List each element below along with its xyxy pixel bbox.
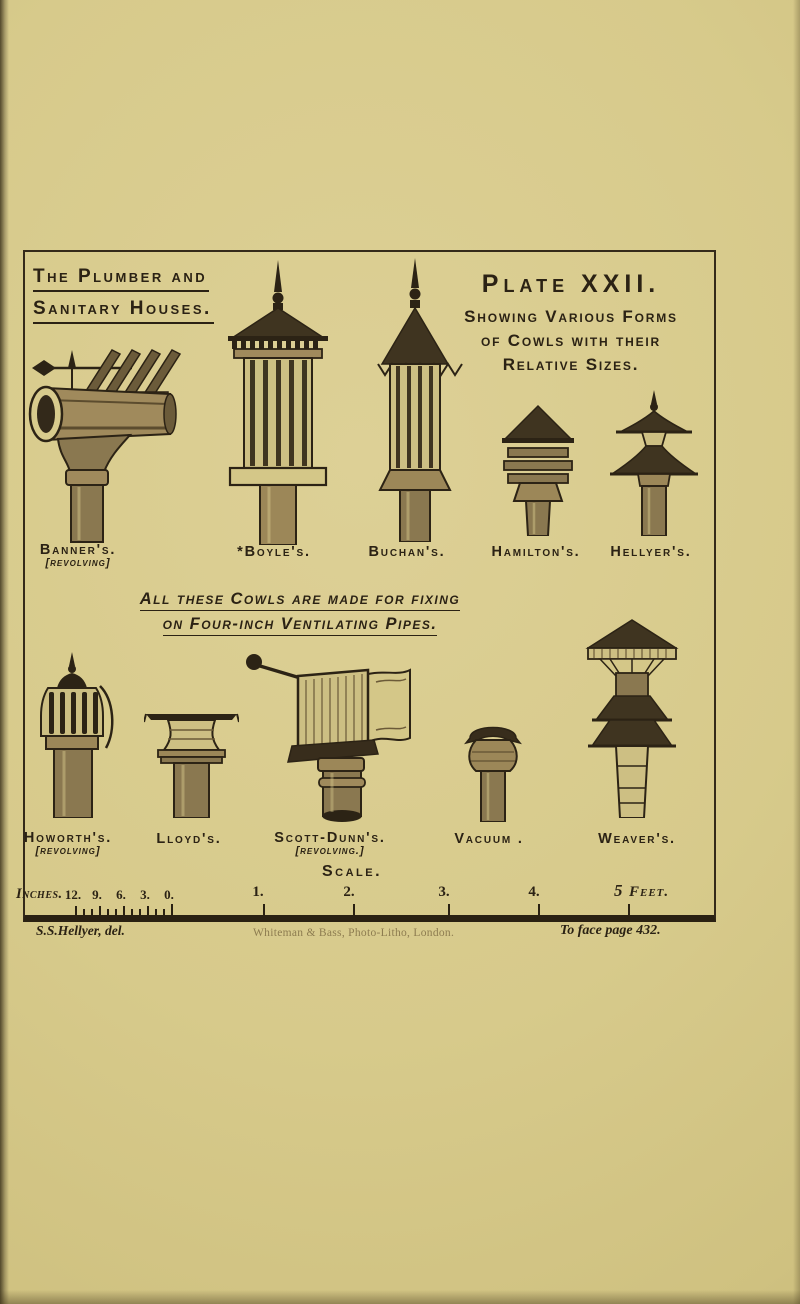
- hellyers-cowl-illustration: [610, 390, 698, 536]
- scott-dunns-label-name: Scott-Dunn's.: [274, 830, 386, 846]
- howorths-cowl-illustration: [30, 652, 115, 818]
- scale-tick: [538, 904, 540, 915]
- scale-inch-mark-12: 12.: [64, 887, 82, 902]
- howorths-label-qualifier: [revolving]: [35, 845, 101, 857]
- scale-inches-label: Inches.: [16, 886, 63, 902]
- scale-tick: [147, 906, 149, 915]
- scale-tick: [139, 909, 141, 915]
- plate-header: Plate XXII. Showing Various Forms of Cow…: [430, 270, 712, 377]
- plate-subtitle-line2: of Cowls with their: [481, 331, 661, 350]
- book-title-line2: Sanitary Houses.: [33, 298, 214, 324]
- scan-edge-shadow-right: [793, 0, 800, 1304]
- page-reference: To face page 432.: [560, 923, 661, 938]
- scale-foot-mark-1: 1.: [252, 884, 264, 900]
- artist-credit: S.S.Hellyer, del.: [36, 923, 125, 938]
- howorths-label-name: Howorth's.: [23, 830, 113, 846]
- buchans-label-name: Buchan's.: [368, 544, 446, 560]
- banners-label-name: Banner's.: [39, 542, 117, 558]
- scale-foot-mark-4: 4.: [528, 884, 540, 900]
- scale-tick: [99, 906, 101, 915]
- scale-foot-mark-3: 3.: [438, 884, 450, 900]
- hellyers-label: Hellyer's.: [581, 544, 721, 560]
- scale-feet-unit: Feet.: [629, 884, 670, 900]
- plate-title: Plate XXII.: [481, 270, 661, 298]
- scale-tick: [171, 904, 173, 915]
- howorths-label: Howorth's. [revolving]: [0, 830, 138, 857]
- plate-subtitle-line1: Showing Various Forms: [464, 307, 678, 326]
- scott-dunns-cowl-illustration: [242, 650, 412, 822]
- lloyds-label-name: Lloyd's.: [156, 831, 222, 847]
- scale-inch-mark-6: 6.: [116, 887, 126, 902]
- printer-credit: Whiteman & Bass, Photo-Litho, London.: [253, 927, 455, 939]
- scott-dunns-label: Scott-Dunn's. [revolving.]: [255, 830, 405, 857]
- scale-inch-mark-0: 0.: [164, 887, 174, 902]
- fixing-note-line2: on Four-inch Ventilating Pipes.: [162, 615, 438, 636]
- scale-tick: [263, 904, 265, 915]
- banners-label: Banner's. [revolving]: [8, 542, 148, 569]
- boyles-label: *Boyle's.: [204, 544, 344, 560]
- weavers-cowl-illustration: [580, 618, 684, 818]
- lloyds-cowl-illustration: [144, 706, 239, 818]
- book-title: The Plumber and Sanitary Houses.: [33, 266, 214, 330]
- scale-tick: [353, 904, 355, 915]
- lloyds-label: Lloyd's.: [119, 831, 259, 847]
- hamiltons-cowl-illustration: [498, 404, 578, 536]
- scale-tick: [163, 909, 165, 915]
- scale-inch-mark-3: 3.: [140, 887, 150, 902]
- vacuum-label-name: Vacuum .: [454, 831, 524, 847]
- scale-tick: [75, 906, 77, 915]
- scale-tick: [628, 904, 630, 915]
- plate-subtitle-line3: Relative Sizes.: [502, 355, 640, 374]
- banners-cowl-illustration: [28, 344, 192, 544]
- vacuum-label: Vacuum .: [419, 831, 559, 847]
- boyles-cowl-illustration: [218, 258, 338, 545]
- scott-dunns-label-qualifier: [revolving.]: [295, 845, 365, 857]
- book-title-line1: The Plumber and: [33, 266, 210, 292]
- weavers-label: Weaver's.: [567, 831, 707, 847]
- scale-tick: [91, 909, 93, 915]
- scale-foot-mark-2: 2.: [343, 884, 355, 900]
- boyles-label-name: *Boyle's.: [237, 544, 311, 560]
- scale-tick: [131, 909, 133, 915]
- scan-edge-shadow-bottom: [0, 1290, 800, 1304]
- plate-subtitle: Showing Various Forms of Cowls with thei…: [430, 305, 712, 377]
- banners-label-qualifier: [revolving]: [45, 557, 111, 569]
- buchans-label: Buchan's.: [337, 544, 477, 560]
- fixing-note: All these Cowls are made for fixing on F…: [85, 590, 515, 640]
- vacuum-cowl-illustration: [462, 718, 524, 822]
- fixing-note-line1: All these Cowls are made for fixing: [139, 590, 461, 611]
- scale-tick: [83, 909, 85, 915]
- scale-inch-mark-9: 9.: [92, 887, 102, 902]
- buchans-cowl-illustration: [358, 258, 472, 542]
- scale-foot-mark-5: 5: [614, 881, 623, 900]
- scale-tick: [115, 909, 117, 915]
- scan-edge-shadow-left: [0, 0, 9, 1304]
- weavers-label-name: Weaver's.: [598, 831, 676, 847]
- scale-tick: [107, 909, 109, 915]
- scale-heading: Scale.: [321, 863, 383, 880]
- hellyers-label-name: Hellyer's.: [610, 544, 692, 560]
- hamiltons-label-name: Hamilton's.: [491, 544, 581, 560]
- hamiltons-label: Hamilton's.: [466, 544, 606, 560]
- scale-tick: [448, 904, 450, 915]
- scale-tick: [123, 906, 125, 915]
- plate-border: [23, 250, 716, 922]
- scale-tick: [155, 909, 157, 915]
